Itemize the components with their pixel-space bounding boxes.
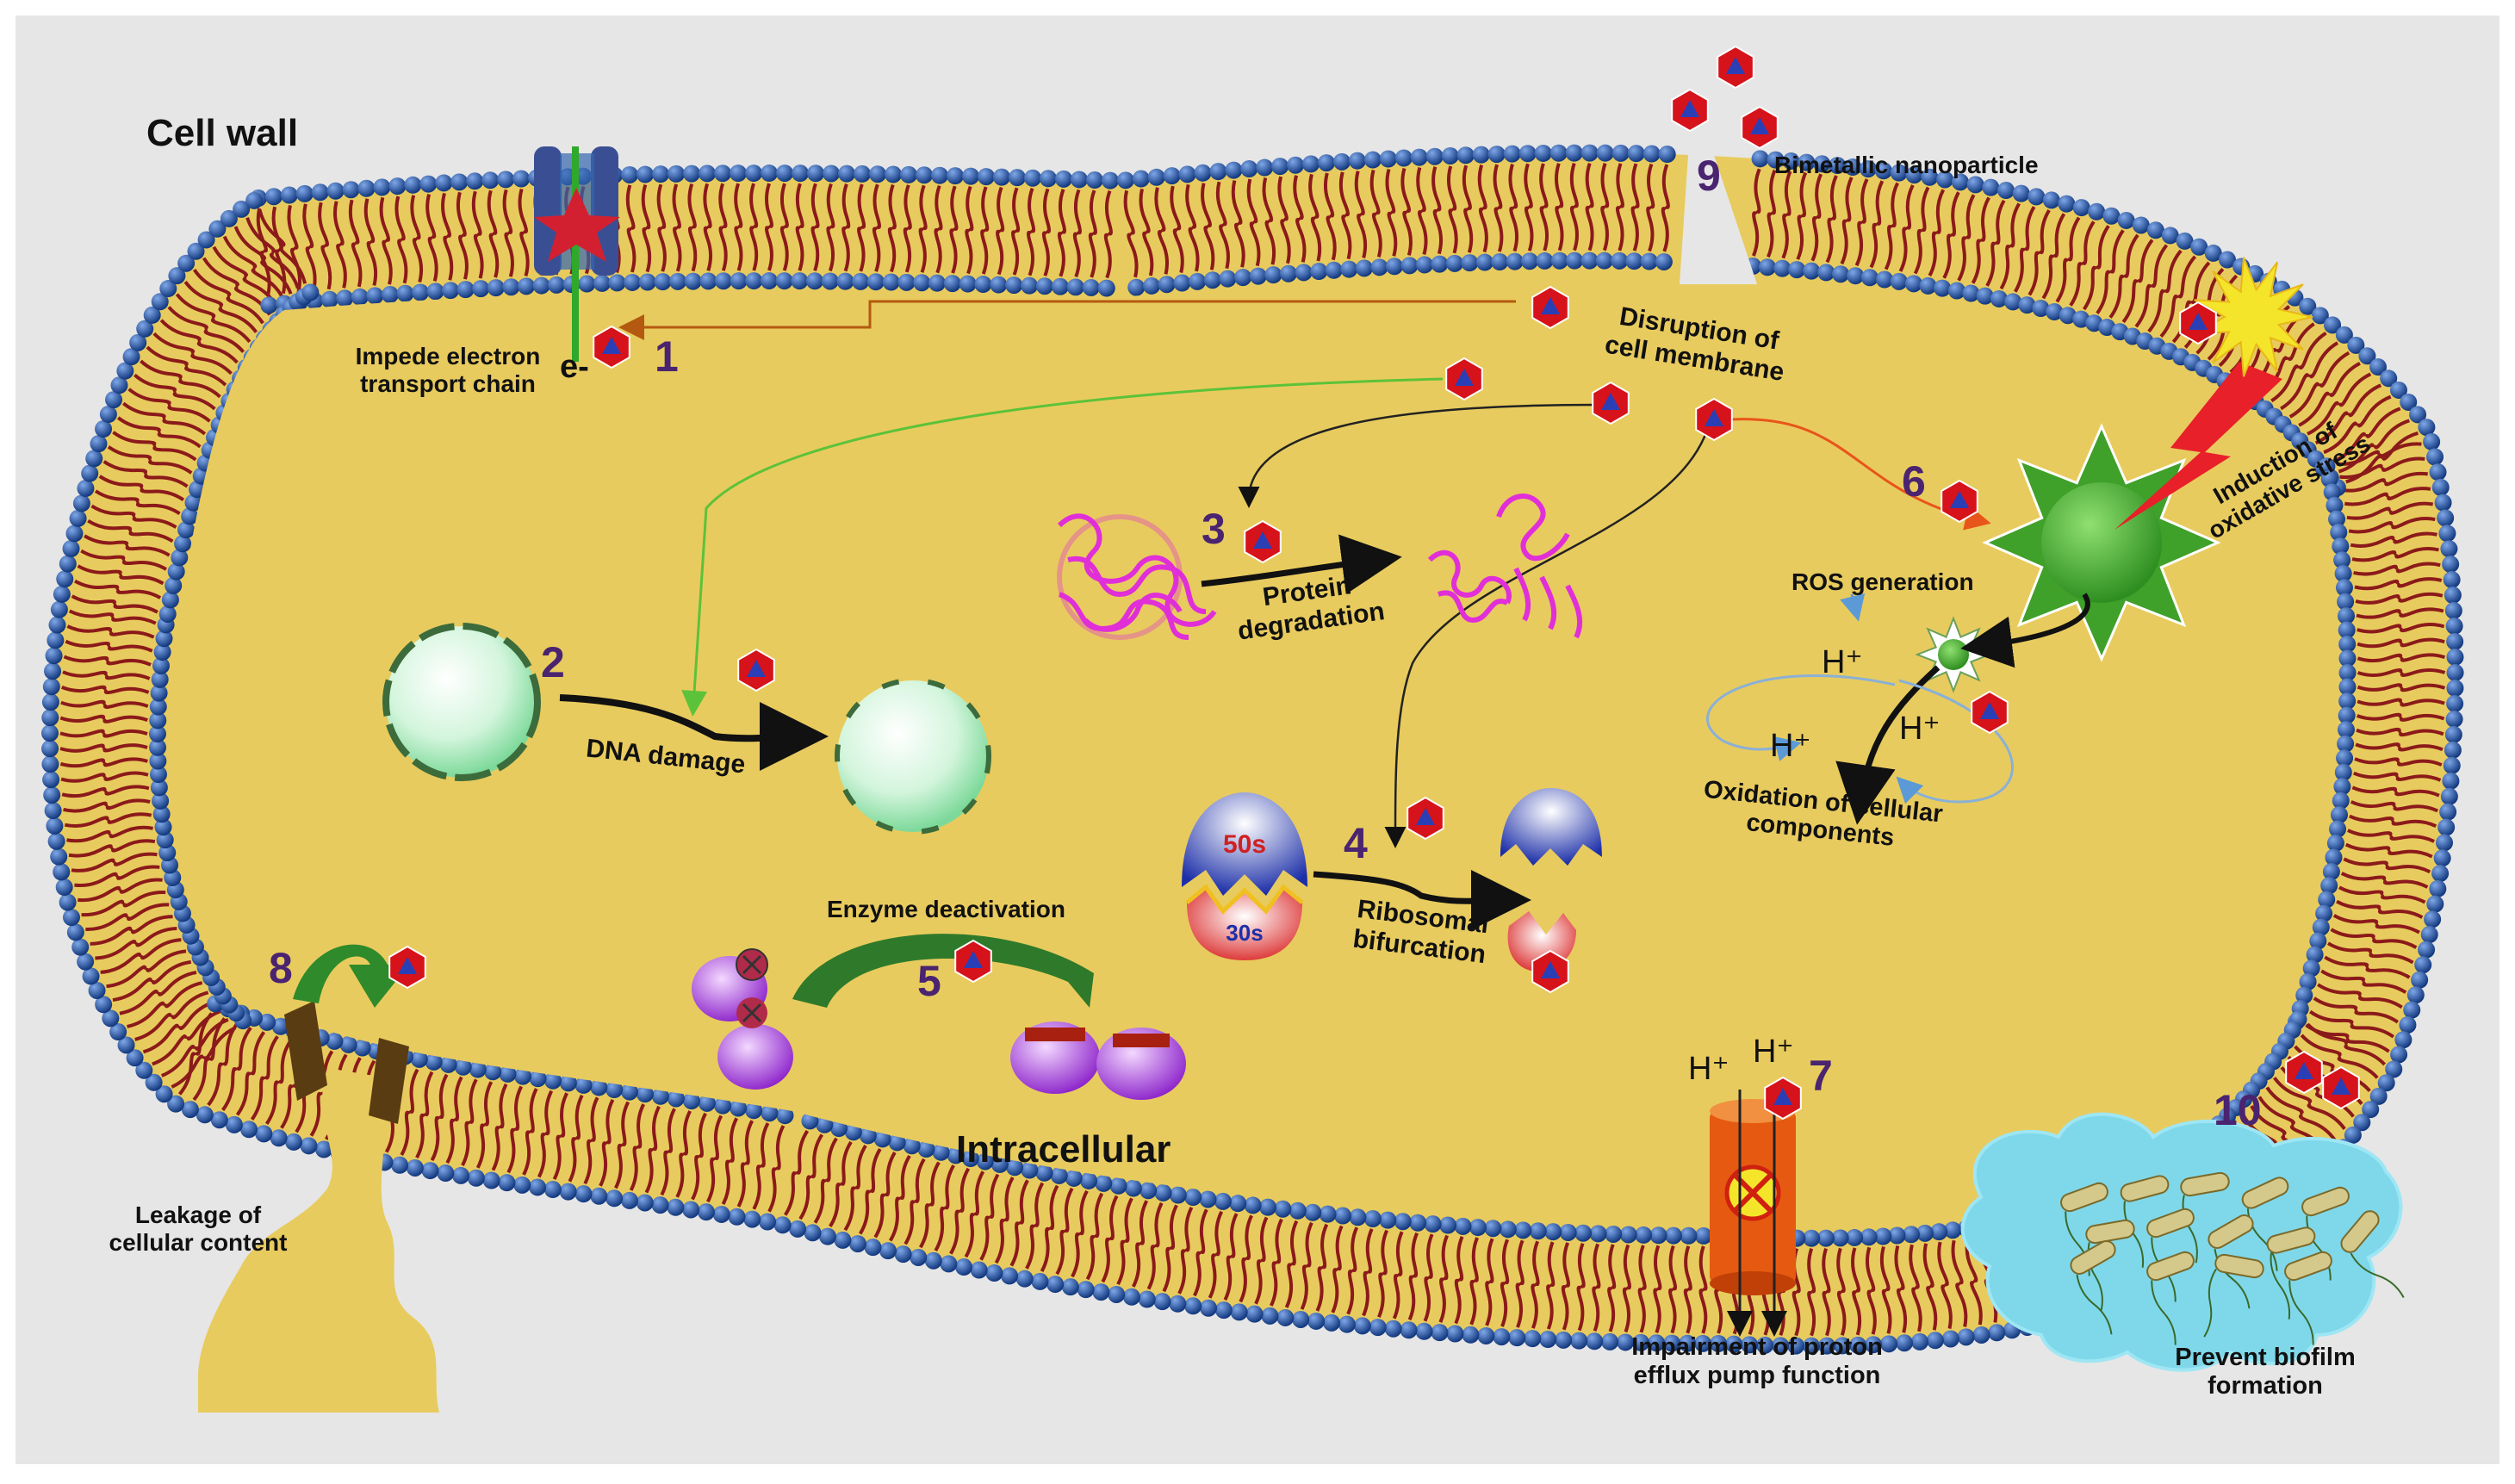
ribosome-arrow	[1313, 870, 1531, 931]
enzymes-inactive	[1010, 1021, 1186, 1100]
ros-generation-label: ROS generation	[1792, 568, 1974, 595]
bimetallic-nanoparticle-label: Bimetallic nanoparticle	[1774, 152, 2039, 178]
nanoparticle	[1741, 105, 1779, 150]
protein-folded	[1057, 513, 1217, 640]
h-cycle-arrow-right	[1896, 679, 2014, 804]
step-number-9: 9	[1697, 152, 1721, 200]
nanoparticle	[1592, 381, 1630, 425]
membrane-disruption-gap	[1680, 155, 1757, 284]
step-number-7: 7	[1809, 1052, 1833, 1100]
step-number-2: 2	[541, 638, 565, 686]
h-plus-3: H⁺	[1899, 711, 1941, 747]
nanoparticle	[954, 939, 992, 984]
biofilm-cloud	[1960, 1112, 2405, 1372]
arrow-to-etc	[618, 300, 1516, 340]
leakage-pore	[284, 944, 409, 1124]
nanoparticle	[1531, 949, 1569, 994]
nanoparticle	[737, 648, 775, 692]
ros-star-large	[1982, 423, 2221, 662]
h-plus-1: H⁺	[1822, 644, 1863, 680]
nanoparticle	[1445, 357, 1483, 401]
arrow-to-dna	[681, 377, 1444, 717]
enzymes-active	[692, 948, 793, 1090]
proton-efflux-pump	[1710, 1085, 1796, 1337]
leakage-blob	[198, 1068, 439, 1413]
ros-small-arrow	[1840, 593, 1866, 622]
lightning-bolt	[2114, 362, 2282, 530]
electron-transport-channel	[534, 146, 620, 362]
enzyme-deactivation-arrow	[792, 934, 1094, 1008]
nanoparticle	[2322, 1065, 2360, 1110]
dna-intact	[382, 623, 541, 781]
intracellular-label: Intracellular	[956, 1128, 1171, 1170]
h-plus-pump-2: H⁺	[1753, 1034, 1794, 1070]
oxidation-arrow	[1835, 665, 1941, 825]
enzyme-deactivation-label: Enzyme deactivation	[827, 896, 1065, 922]
cell-wall-label: Cell wall	[146, 112, 299, 154]
electron-label: e-	[560, 349, 589, 385]
ribosome-50s-label: 50s	[1223, 830, 1266, 859]
nanoparticle	[2285, 1050, 2323, 1095]
step-number-6: 6	[1902, 457, 1926, 506]
dna-damage-arrow	[559, 694, 829, 772]
ribosome-intact: 50s 30s	[1182, 792, 1307, 960]
step-number-5: 5	[917, 957, 941, 1005]
step-number-1: 1	[655, 332, 679, 381]
nanoparticle	[1717, 45, 1754, 90]
arrow-to-ribosome	[1384, 421, 1711, 848]
nanoparticle	[388, 945, 426, 990]
nanoparticle	[1941, 479, 1978, 524]
nanoparticle	[1407, 796, 1444, 841]
arrow-to-protein	[1238, 403, 1599, 508]
step-number-8: 8	[269, 944, 293, 992]
ros-arrow	[1960, 593, 2090, 668]
h-cycle-arrow-left	[1705, 674, 1896, 761]
nanoparticle	[1244, 519, 1282, 564]
nanoparticles-group	[388, 45, 2360, 1121]
protein-degraded	[1427, 494, 1583, 639]
ribosome-30s-label: 30s	[1226, 920, 1263, 946]
explosion-burst	[2194, 257, 2313, 377]
nanoparticle	[2179, 301, 2217, 345]
nanoparticle	[1671, 88, 1709, 133]
step-number-3: 3	[1202, 505, 1226, 553]
protein-degradation-arrow	[1201, 534, 1402, 594]
nanoparticle	[1971, 690, 2009, 735]
nanoparticle	[1764, 1076, 1802, 1121]
dna-damaged	[835, 678, 991, 835]
h-plus-2: H⁺	[1770, 728, 1811, 764]
step-number-10: 10	[2214, 1086, 2262, 1134]
nanoparticle	[1695, 397, 1733, 442]
nanoparticle	[1531, 285, 1569, 330]
h-plus-pump-1: H⁺	[1688, 1051, 1729, 1087]
arrow-to-ros	[1730, 418, 1991, 531]
nanoparticle	[593, 325, 630, 369]
step-number-4: 4	[1344, 819, 1368, 867]
